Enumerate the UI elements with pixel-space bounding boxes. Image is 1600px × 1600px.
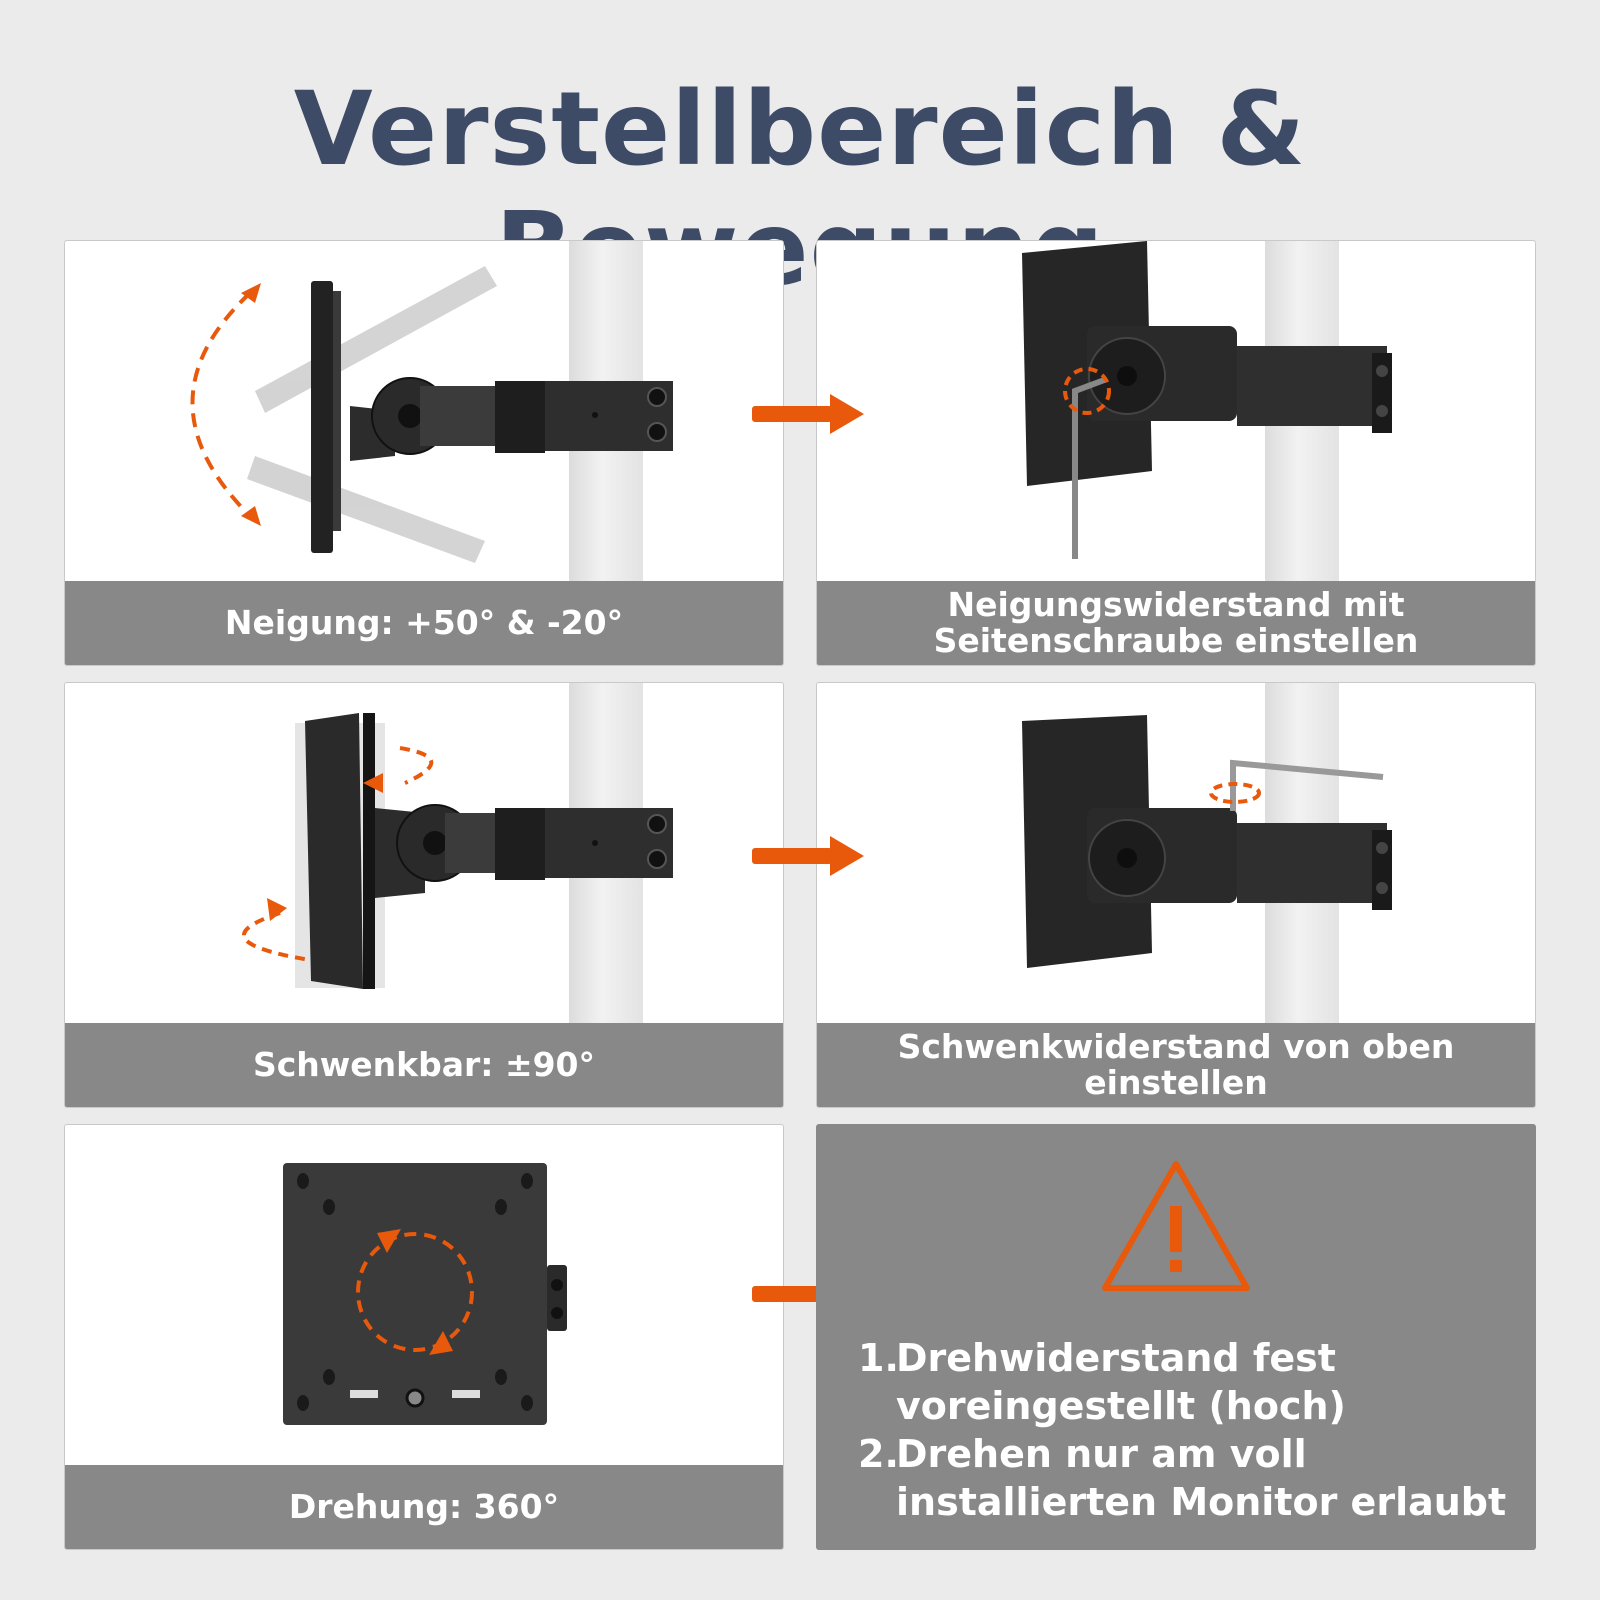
allen-key-icon xyxy=(1072,376,1109,559)
rotate-dashed-icon xyxy=(1209,782,1261,804)
swivel-mount-illustration xyxy=(242,713,673,989)
notice-item: 2.Drehen nur am voll installierten Monit… xyxy=(858,1432,1507,1524)
arrow-right-icon xyxy=(752,836,864,876)
notice-list: 1.Drehwiderstand fest voreingestellt (ho… xyxy=(858,1334,1506,1526)
swivel-arrow-bottom-icon xyxy=(242,911,311,962)
swivel-arrow-top-icon xyxy=(399,746,434,785)
rotate-dashed-icon xyxy=(1063,367,1111,415)
tilt-mount-illustration xyxy=(190,266,673,563)
card-tilt-adjust: Neigungswiderstand mit Seitenschraube ei… xyxy=(816,240,1536,666)
caption-tilt: Neigung: +50° & -20° xyxy=(65,581,783,665)
caption-swivel: Schwenkbar: ±90° xyxy=(65,1023,783,1107)
allen-key-icon xyxy=(1230,759,1384,811)
swivel-adjust-illustration xyxy=(1022,715,1392,968)
rotate-plate-illustration xyxy=(283,1163,567,1425)
card-tilt: Neigung: +50° & -20° xyxy=(64,240,784,666)
caption-tilt-adjust: Neigungswiderstand mit Seitenschraube ei… xyxy=(817,581,1535,665)
tilt-arc-icon xyxy=(190,291,252,518)
card-rotate: Drehung: 360° xyxy=(64,1124,784,1550)
warning-triangle-icon xyxy=(1102,1161,1250,1291)
rotate-circle-icon xyxy=(356,1232,474,1352)
arrow-right-icon xyxy=(752,394,864,434)
caption-swivel-adjust: Schwenkwiderstand von oben einstellen xyxy=(817,1023,1535,1107)
notice-panel: 1.Drehwiderstand fest voreingestellt (ho… xyxy=(816,1124,1536,1550)
caption-rotate: Drehung: 360° xyxy=(65,1465,783,1549)
tilt-adjust-illustration xyxy=(1022,241,1392,559)
notice-item: 1.Drehwiderstand fest voreingestellt (ho… xyxy=(858,1336,1346,1428)
card-swivel-adjust: Schwenkwiderstand von oben einstellen xyxy=(816,682,1536,1108)
card-swivel: Schwenkbar: ±90° xyxy=(64,682,784,1108)
